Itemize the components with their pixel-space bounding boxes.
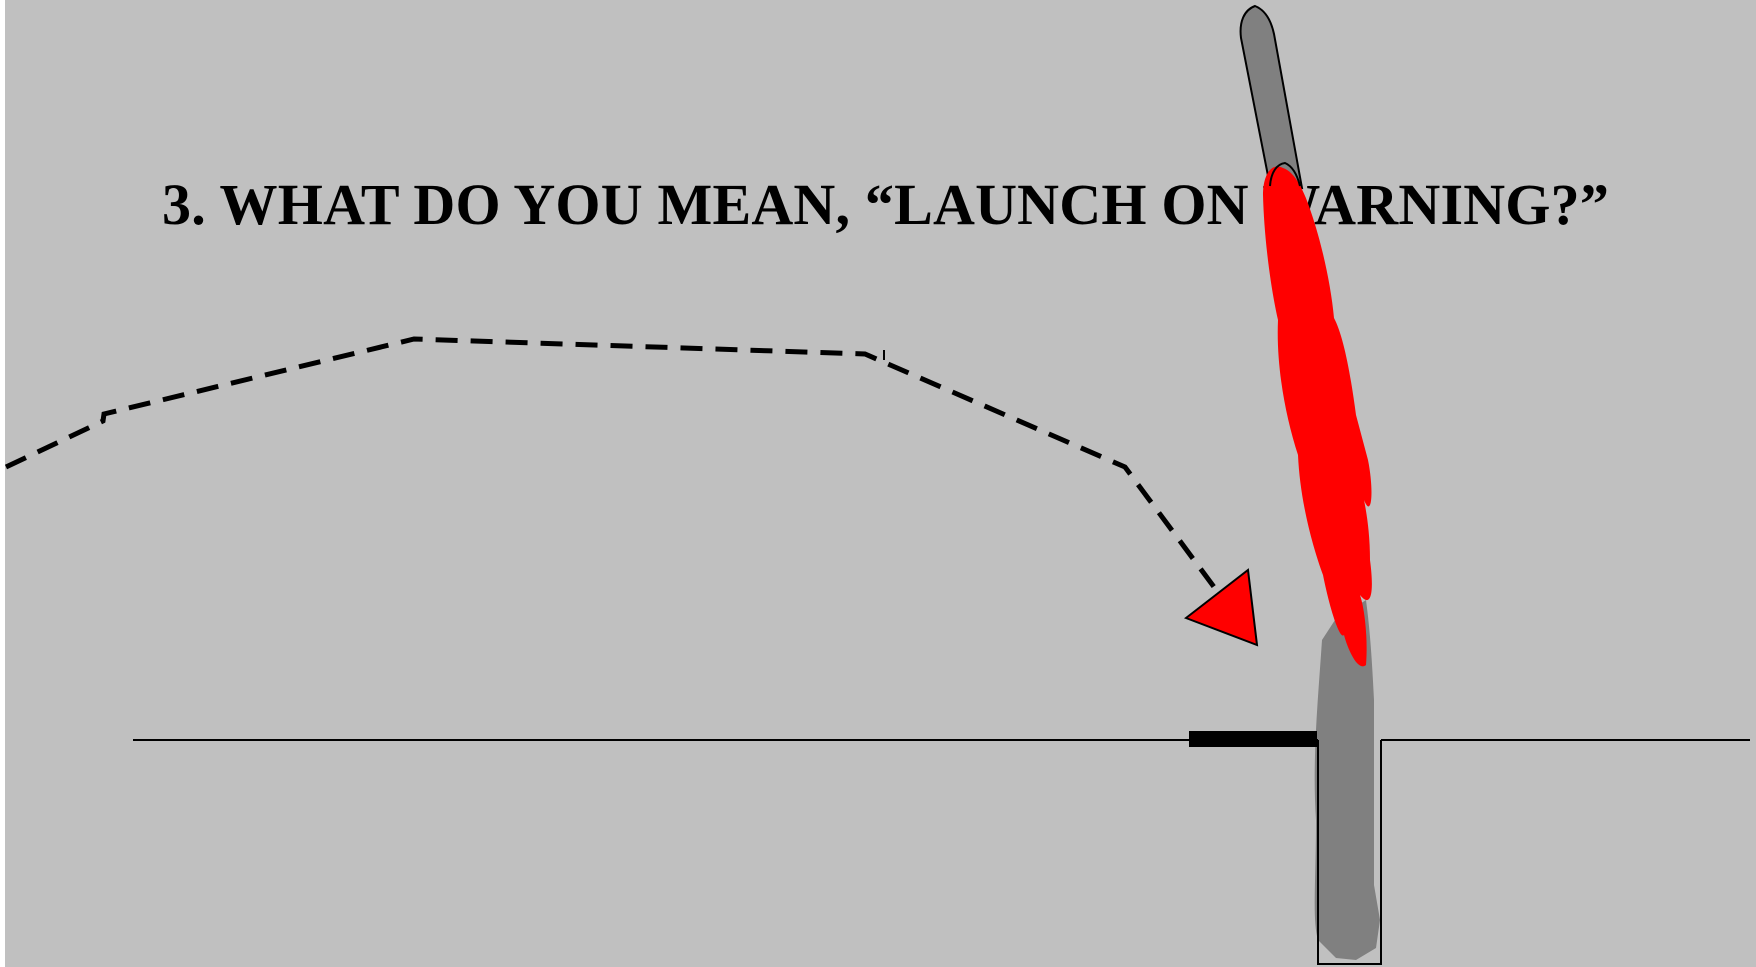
slide-title: 3. WHAT DO YOU MEAN, “LAUNCH ON WARNING?…	[162, 172, 1610, 237]
silo-hatch	[1189, 731, 1317, 747]
slide-background	[5, 0, 1756, 967]
smoke-column-icon	[1314, 600, 1380, 960]
red-triangle-icon	[1183, 568, 1259, 647]
dashed-arrow-icon	[4, 336, 1220, 593]
silo-icon	[1317, 740, 1382, 965]
